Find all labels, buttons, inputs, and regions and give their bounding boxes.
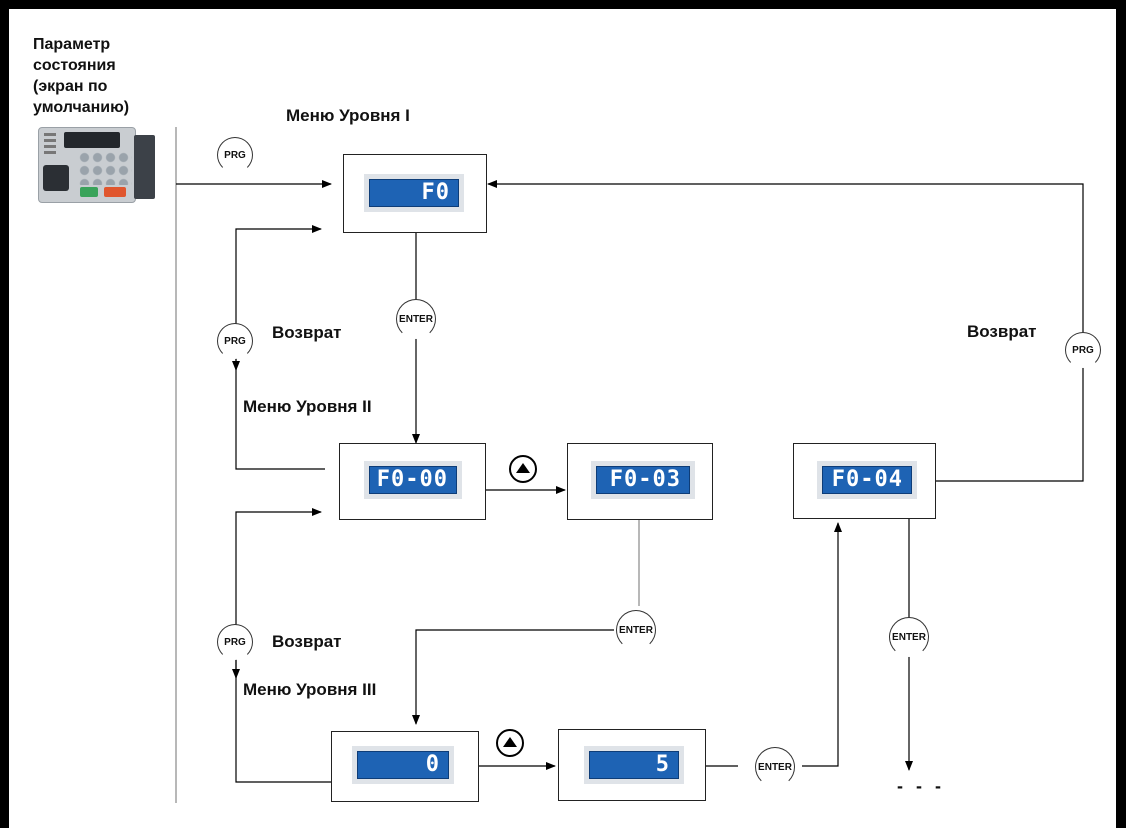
panel-side xyxy=(134,135,155,199)
lcd-bezel: F0 xyxy=(364,174,464,212)
menu-box-level3-0: 0 xyxy=(331,731,479,802)
level3-menu-label: Меню Уровня III xyxy=(243,680,377,699)
return-label-level3: Возврат xyxy=(272,632,342,651)
lcd-bezel: F0-04 xyxy=(817,461,917,499)
panel-led-icon xyxy=(44,133,56,157)
menu-box-level3-5: 5 xyxy=(558,729,706,801)
panel-screen xyxy=(64,132,120,148)
panel-port-icon xyxy=(43,165,69,191)
arrow-enter-to-f0-04 xyxy=(802,522,842,767)
up-arrow-icon xyxy=(496,729,524,757)
keypad-panel-image xyxy=(38,127,155,203)
enter-key-icon: ENTER xyxy=(755,747,795,787)
lcd-bezel: F0-03 xyxy=(591,461,695,499)
lcd-bezel: F0-00 xyxy=(364,461,462,499)
panel-stop-key-icon xyxy=(104,187,126,197)
level2-menu-label: Меню Уровня II xyxy=(243,397,372,416)
return-label-level1: Возврат xyxy=(967,322,1037,341)
lcd-display-f0-03: F0-03 xyxy=(596,466,690,494)
enter-key-icon: ENTER xyxy=(616,610,656,650)
prg-key-icon: PRG xyxy=(1065,332,1101,368)
frame-border-left xyxy=(0,0,9,828)
level1-menu-label: Меню Уровня I xyxy=(286,106,410,125)
panel-keys-icon xyxy=(78,151,132,185)
menu-box-level2-f0-04: F0-04 xyxy=(793,443,936,519)
lcd-bezel: 0 xyxy=(352,746,454,784)
enter-key-icon: ENTER xyxy=(889,617,929,657)
menu-box-level2-f0-00: F0-00 xyxy=(339,443,486,520)
lcd-display-f0-04: F0-04 xyxy=(822,466,912,494)
lcd-bezel: 5 xyxy=(584,746,684,784)
menu-box-level2-f0-03: F0-03 xyxy=(567,443,713,520)
arrow-f0-03-to-level3 xyxy=(412,629,614,725)
up-arrow-icon xyxy=(509,455,537,483)
status-parameter-label: Параметр состояния (экран по умолчанию) xyxy=(33,36,130,116)
lcd-display-f0: F0 xyxy=(369,179,459,207)
prg-key-icon: PRG xyxy=(217,137,253,173)
lcd-display-5: 5 xyxy=(589,751,679,779)
return-label-level2: Возврат xyxy=(272,323,342,342)
enter-key-icon: ENTER xyxy=(396,299,436,339)
panel-run-key-icon xyxy=(80,187,98,197)
continuation-ellipsis: - - - xyxy=(897,776,945,796)
prg-key-icon: PRG xyxy=(217,323,253,359)
lcd-display-f0-00: F0-00 xyxy=(369,466,457,494)
frame-border-right xyxy=(1116,0,1126,828)
menu-box-level1-f0: F0 xyxy=(343,154,487,233)
lcd-display-0: 0 xyxy=(357,751,449,779)
prg-key-icon: PRG xyxy=(217,624,253,660)
frame-border-top xyxy=(0,0,1126,9)
